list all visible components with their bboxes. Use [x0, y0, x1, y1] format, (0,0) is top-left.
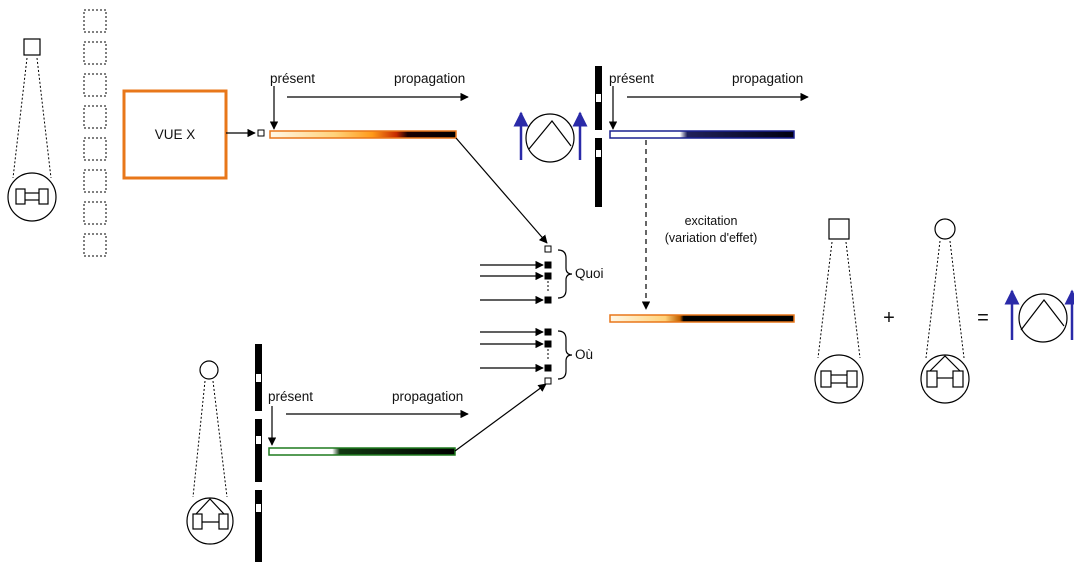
robot-icon	[7, 172, 57, 222]
stream-bottom-present-label: présent	[268, 389, 313, 404]
what-group: Quoi	[480, 245, 604, 305]
excitation-sublabel: (variation d'effet)	[665, 231, 757, 245]
left-sensor-square	[7, 38, 57, 222]
stream-top-right: présent propagation	[608, 71, 809, 139]
square-icon	[23, 38, 41, 56]
where-group: Où	[480, 327, 593, 385]
stream-bottom-propagation-label: propagation	[392, 389, 463, 404]
robot-icon	[814, 354, 864, 404]
excitation-output-bar	[609, 314, 795, 323]
stream-bottom: présent propagation	[267, 389, 469, 456]
stream-top-right-present-label: présent	[609, 71, 654, 86]
where-label: Où	[575, 347, 593, 362]
equals-sign: =	[977, 307, 989, 329]
stream-top-right-bar	[609, 130, 795, 139]
stream-bottom-bar	[268, 447, 456, 456]
equation-square-term	[814, 218, 864, 404]
excitation-label: excitation	[685, 214, 738, 228]
equation-circle-term	[920, 218, 970, 404]
stream-top-left-bar	[269, 130, 457, 139]
stream-top-right-propagation-label: propagation	[732, 71, 803, 86]
stream-input-marker	[257, 129, 265, 137]
equation-result	[1004, 289, 1074, 343]
dashed-square-column	[83, 9, 107, 257]
robot-icon	[186, 497, 234, 545]
robot-icon	[920, 354, 970, 404]
sensor-head-icon	[525, 113, 575, 163]
stream-top-left-propagation-label: propagation	[394, 71, 465, 86]
bottom-sensor-circle	[186, 360, 234, 545]
circle-icon	[199, 360, 219, 380]
sensor-head-icon	[1018, 293, 1068, 343]
vertical-bar-bottom	[255, 344, 262, 562]
circle-icon	[934, 218, 956, 240]
top-right-sensor	[513, 111, 588, 163]
stream-top-left: présent propagation	[269, 71, 469, 139]
what-label: Quoi	[575, 266, 604, 281]
plus-sign: +	[883, 307, 895, 329]
vue-x-label: VUE X	[155, 127, 196, 142]
square-icon	[828, 218, 850, 240]
stream-top-left-present-label: présent	[270, 71, 315, 86]
vertical-bar-top	[595, 66, 602, 207]
vue-x-box: VUE X	[122, 89, 228, 180]
